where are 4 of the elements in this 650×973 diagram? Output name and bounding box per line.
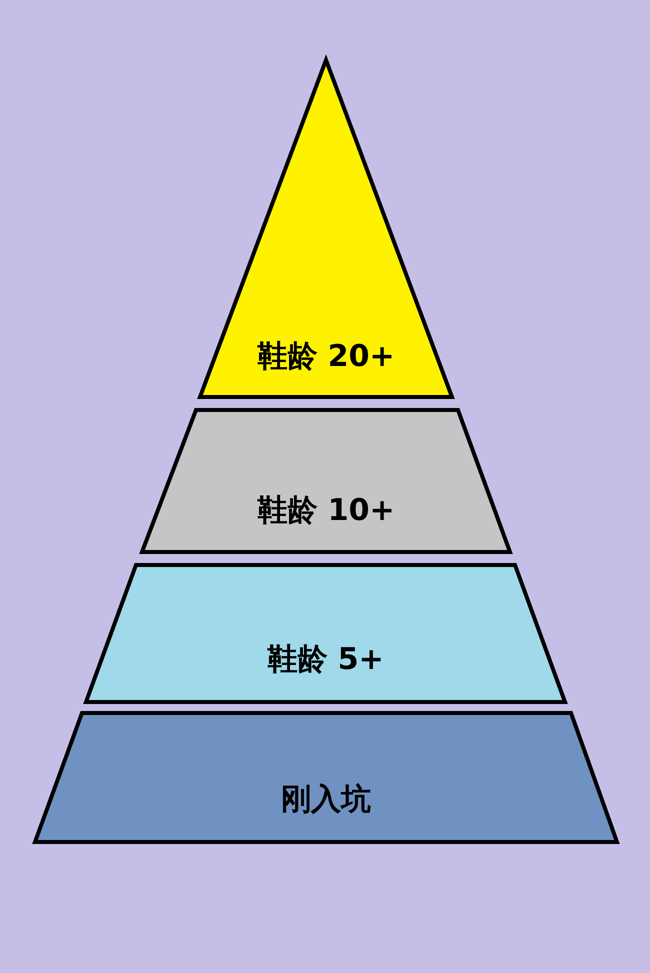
tier-label: 刚入坑 — [281, 781, 371, 819]
tier-label: 鞋龄 5+ — [267, 641, 384, 679]
tier-label: 鞋龄 20+ — [257, 338, 395, 376]
tier-label: 鞋龄 10+ — [257, 492, 395, 530]
